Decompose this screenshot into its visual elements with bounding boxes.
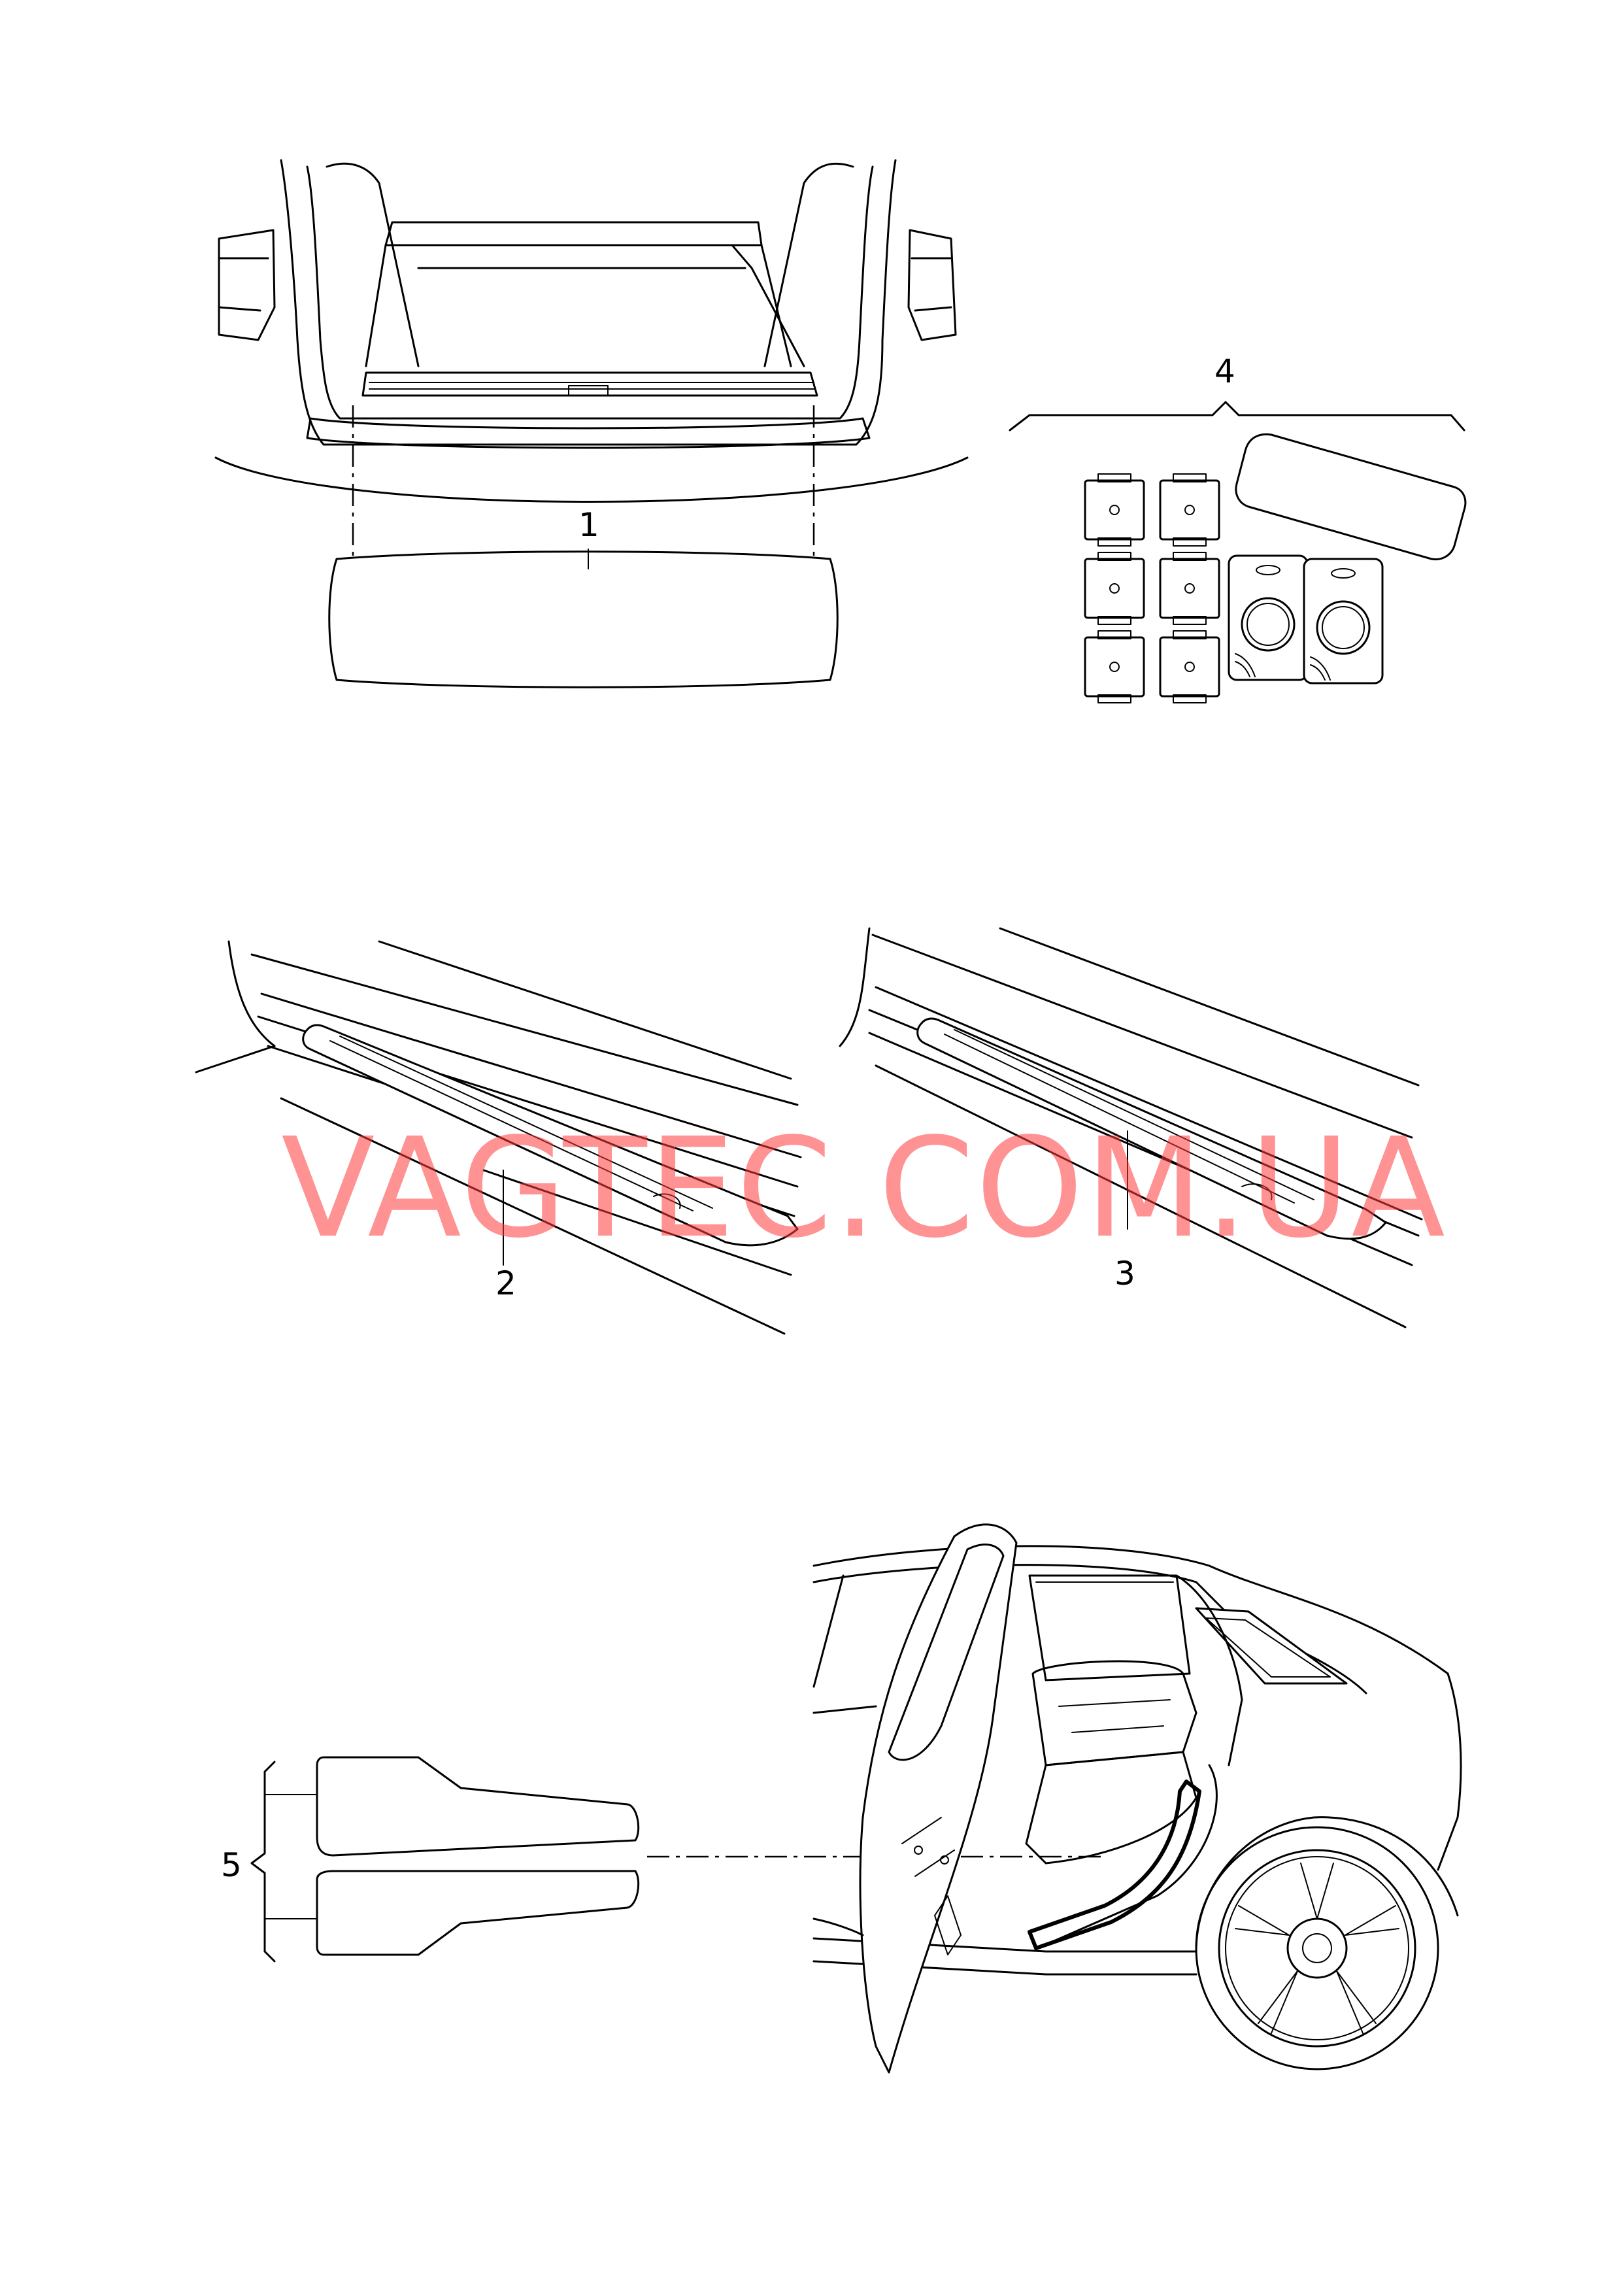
rear-bumper-protector[interactable] [328, 549, 839, 688]
kit-bracket [1009, 401, 1465, 431]
trunk-illustration [214, 159, 969, 562]
callout-3: 3 [1114, 1255, 1135, 1292]
car-rear-door-illustration [812, 1523, 1462, 2074]
mounting-clips[interactable] [1084, 473, 1220, 703]
door-sill-trim-front[interactable] [302, 1024, 799, 1266]
entry-protector-bracket [250, 1761, 318, 1963]
entry-protector-film-upper[interactable] [316, 1756, 640, 1857]
adhesion-promoter-packs[interactable] [1228, 554, 1384, 684]
watermark-text: VAGTEC.COM.UA [281, 1108, 1447, 1268]
callout-2: 2 [495, 1264, 516, 1302]
door-sill-trim-rear[interactable] [916, 1017, 1387, 1240]
callout-1: 1 [578, 506, 599, 544]
cleaning-pad[interactable] [1235, 433, 1467, 561]
entry-protector-film-lower[interactable] [316, 1870, 640, 1956]
callout-4: 4 [1214, 352, 1235, 390]
callout-5: 5 [221, 1846, 242, 1884]
